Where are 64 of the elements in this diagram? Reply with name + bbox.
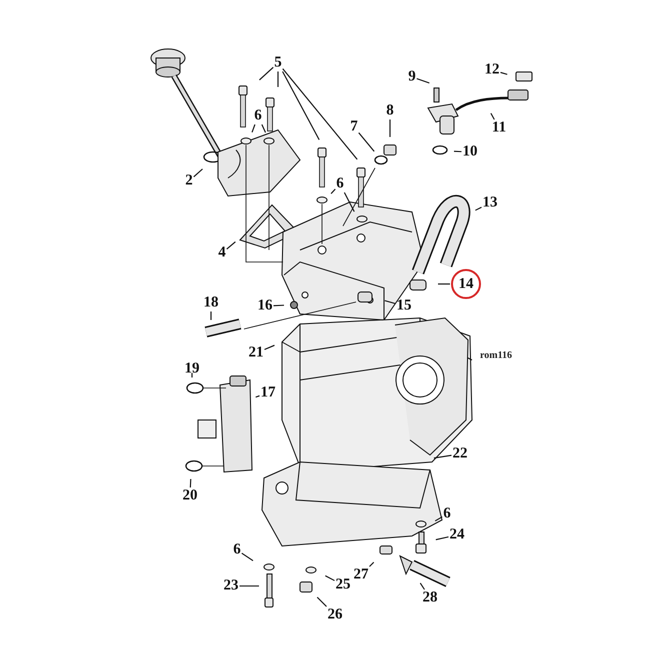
callout-number: 16	[258, 298, 272, 314]
callout-number: 5	[274, 56, 282, 70]
callout-number: 24	[450, 528, 464, 542]
highlighted-callout-number: 14	[451, 269, 481, 299]
leader-line	[416, 78, 430, 84]
leader-line	[500, 72, 508, 75]
leader-line	[210, 312, 212, 320]
callout-number: 28	[422, 590, 438, 606]
leader-line	[226, 241, 236, 250]
callout-number: 10	[462, 144, 478, 160]
callout-number: 25	[336, 578, 350, 592]
leader-line	[369, 562, 374, 567]
leader-line	[344, 192, 355, 212]
leader-line	[193, 168, 203, 178]
leader-line	[454, 150, 462, 152]
leader-line	[282, 68, 358, 160]
callout-number: 27	[354, 568, 368, 582]
callout-number: 23	[224, 578, 238, 594]
leader-line	[325, 575, 335, 582]
leader-line	[330, 188, 336, 194]
leader-line	[240, 585, 259, 587]
callout-number: 2	[185, 174, 193, 188]
leader-line	[261, 124, 266, 133]
leader-line	[277, 72, 279, 87]
callout-number: 11	[492, 120, 506, 136]
callout-number: 26	[328, 608, 342, 622]
leader-line	[434, 516, 443, 522]
leader-line	[475, 206, 482, 211]
leader-line	[259, 66, 274, 80]
callout-number: 7	[350, 120, 358, 134]
leader-line	[282, 71, 320, 140]
leader-line	[316, 596, 327, 607]
leader-line	[241, 552, 254, 562]
callout-number: 6	[443, 506, 451, 522]
leader-line	[438, 283, 450, 285]
leader-line	[252, 124, 256, 133]
callout-number: 13	[482, 196, 498, 210]
leader-line	[273, 304, 284, 306]
callout-number: 6	[254, 108, 262, 124]
drawing-code: rom116	[480, 349, 512, 363]
leader-line	[420, 582, 425, 590]
leader-line	[384, 300, 396, 304]
leader-line	[434, 454, 452, 459]
callout-number: 8	[386, 104, 394, 118]
leader-line	[264, 344, 275, 350]
callout-number: 12	[484, 62, 500, 78]
callout-number: 21	[248, 346, 264, 360]
callout-number: 17	[260, 386, 276, 400]
callout-number: 6	[233, 542, 241, 558]
callout-number: 9	[408, 70, 416, 84]
leader-line	[436, 536, 449, 540]
callout-number: 19	[184, 362, 200, 376]
leader-line	[191, 373, 193, 378]
leader-line	[190, 478, 192, 488]
callout-number: 18	[204, 296, 218, 310]
leader-line	[490, 112, 495, 120]
callout-number: 4	[218, 246, 226, 260]
callout-number: 20	[182, 488, 198, 504]
leader-line	[256, 395, 260, 398]
callout-number: 6	[336, 176, 344, 192]
callout-number: 15	[396, 298, 412, 314]
callout-number: 22	[452, 446, 468, 462]
leader-line	[389, 120, 391, 137]
leader-line	[358, 132, 375, 152]
